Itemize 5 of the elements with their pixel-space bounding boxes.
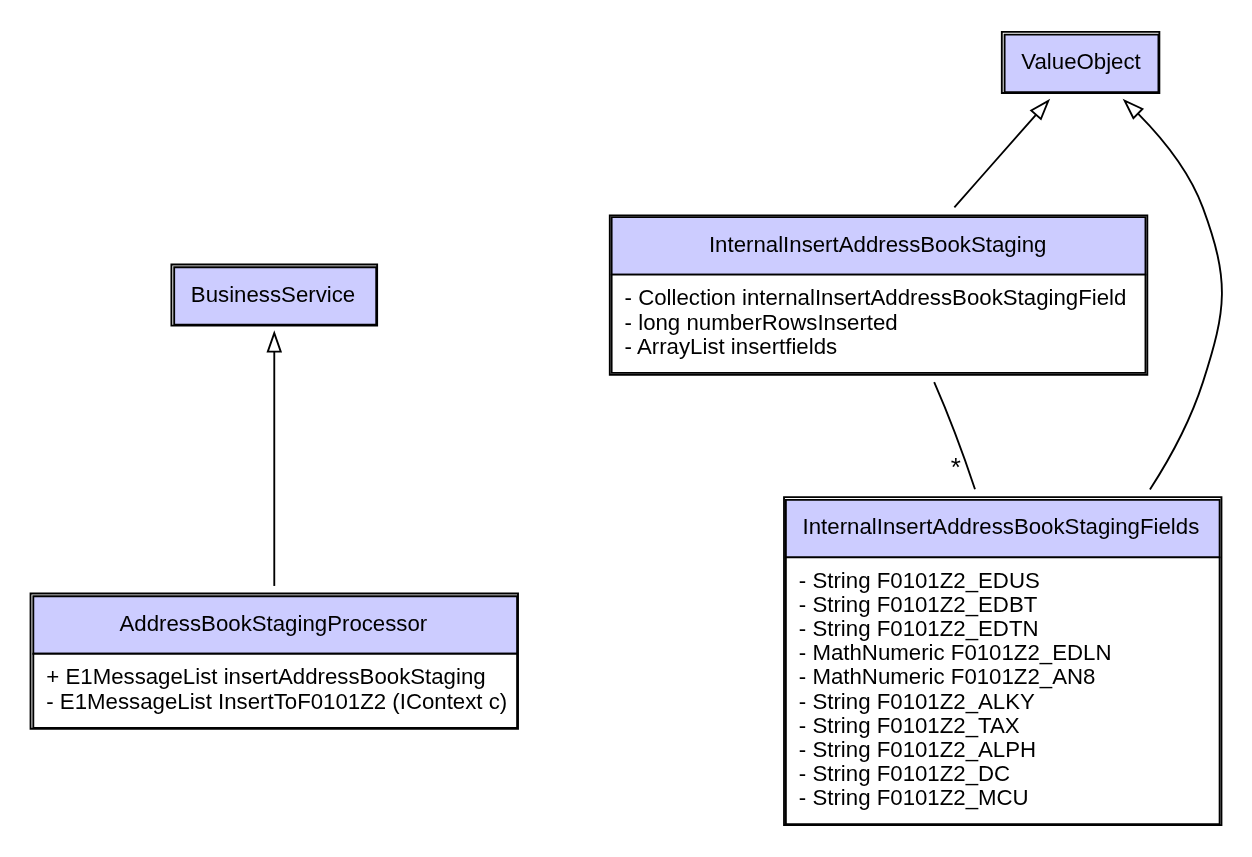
connector xyxy=(933,381,976,491)
arrow xyxy=(266,330,283,587)
arrow xyxy=(1122,98,1223,491)
edge-label: * xyxy=(950,452,961,481)
arrow xyxy=(953,98,1051,209)
